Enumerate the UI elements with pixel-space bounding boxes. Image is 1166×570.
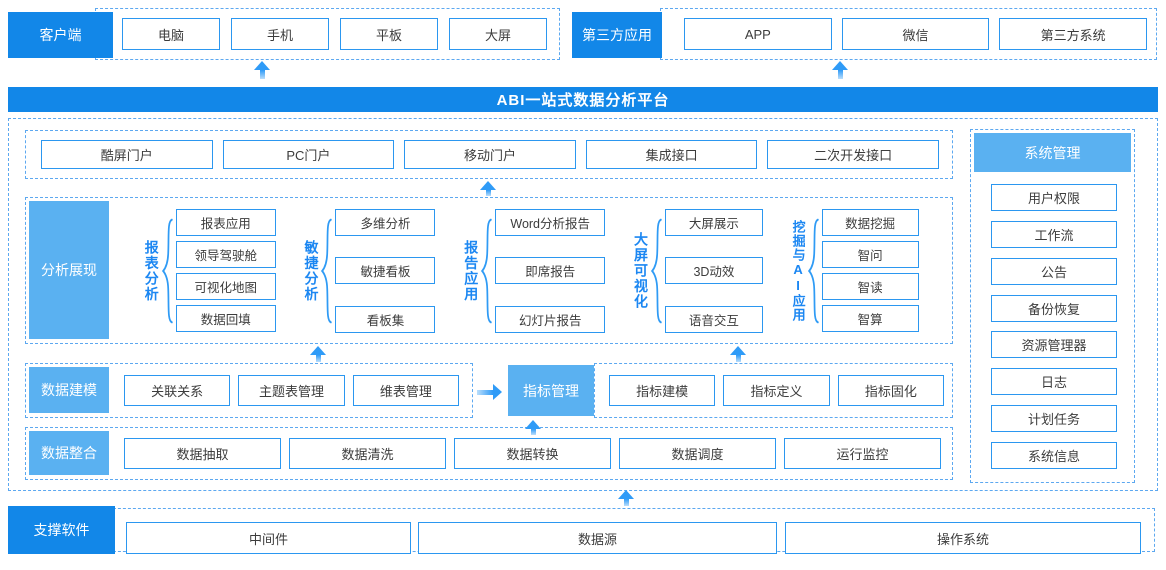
system-item: 资源管理器 — [991, 331, 1117, 359]
analysis-item: 智算 — [821, 305, 919, 333]
group-title: 挖掘与AI应用 — [790, 219, 806, 322]
system-item: 公告 — [991, 257, 1117, 285]
group-title: 报告应用 — [463, 239, 480, 302]
analysis-item: Word分析报告 — [495, 208, 606, 236]
analysis-item: 大屏展示 — [664, 208, 763, 236]
support-label: 支撑软件 — [8, 506, 115, 554]
system-item: 系统信息 — [991, 441, 1117, 469]
group-title: 大屏可视化 — [632, 231, 649, 310]
analysis-item: 报表应用 — [175, 208, 276, 236]
portal-row: 酷屏门户 PC门户 移动门户 集成接口 二次开发接口 — [25, 130, 953, 179]
client-item: 手机 — [231, 18, 329, 50]
platform-banner: ABI一站式数据分析平台 — [8, 87, 1158, 112]
integration-item: 数据转换 — [454, 438, 611, 469]
up-arrow-icon — [618, 490, 634, 506]
up-arrow-icon — [310, 346, 326, 362]
brace-icon — [807, 218, 819, 323]
up-arrow-icon — [832, 61, 848, 79]
portal-item: 移动门户 — [404, 140, 576, 169]
integration-item: 数据抽取 — [124, 438, 281, 469]
support-item: 操作系统 — [785, 522, 1141, 554]
modeling-item: 维表管理 — [352, 375, 459, 406]
system-item: 日志 — [991, 368, 1117, 396]
metric-item: 指标固化 — [837, 375, 944, 406]
brace-icon — [321, 218, 333, 323]
analysis-group: 大屏可视化 大屏展示 3D动效 语音交互 — [632, 208, 763, 333]
right-arrow-icon — [477, 384, 502, 400]
analysis-item: 3D动效 — [664, 257, 763, 284]
analysis-section: 分析展现 报表分析 报表应用 领导驾驶舱 可视化地图 数据回填 敏捷分析 — [25, 197, 953, 344]
metric-item: 指标建模 — [609, 375, 716, 406]
third-party-item: 第三方系统 — [999, 18, 1148, 50]
analysis-group: 报表分析 报表应用 领导驾驶舱 可视化地图 数据回填 — [143, 208, 276, 333]
modeling-row: 数据建模 关联关系 主题表管理 维表管理 — [25, 363, 473, 418]
system-item: 备份恢复 — [991, 294, 1117, 322]
brace-icon — [161, 218, 173, 323]
analysis-item: 可视化地图 — [175, 273, 276, 301]
analysis-item: 智读 — [821, 273, 919, 301]
analysis-item: 领导驾驶舱 — [175, 240, 276, 268]
client-zone: 电脑 手机 平板 大屏 — [95, 8, 560, 60]
brace-icon — [481, 218, 492, 323]
integration-row: 数据整合 数据抽取 数据清洗 数据转换 数据调度 运行监控 — [25, 427, 953, 480]
integration-item: 数据清洗 — [289, 438, 446, 469]
analysis-group: 敏捷分析 多维分析 敏捷看板 看板集 — [303, 208, 436, 333]
integration-item: 运行监控 — [784, 438, 941, 469]
third-party-zone: APP 微信 第三方系统 — [660, 8, 1157, 60]
client-item: 大屏 — [449, 18, 547, 50]
analysis-item: 看板集 — [335, 305, 436, 333]
analysis-item: 即席报告 — [495, 257, 606, 284]
analysis-item: 数据回填 — [175, 305, 276, 333]
analysis-item: 智问 — [821, 240, 919, 268]
client-label: 客户端 — [8, 12, 113, 58]
platform-body — [8, 118, 1158, 491]
up-arrow-icon — [730, 346, 746, 362]
up-arrow-icon — [480, 181, 496, 196]
analysis-item: 敏捷看板 — [335, 257, 436, 284]
analysis-group: 报告应用 Word分析报告 即席报告 幻灯片报告 — [463, 208, 606, 333]
up-arrow-icon — [525, 420, 541, 435]
metric-management-box: 指标管理 — [508, 365, 594, 416]
third-party-item: 微信 — [841, 18, 990, 50]
portal-item: 二次开发接口 — [767, 140, 939, 169]
metric-row: 指标建模 指标定义 指标固化 — [594, 363, 953, 418]
portal-item: 集成接口 — [585, 140, 758, 169]
modeling-item: 关联关系 — [124, 375, 231, 406]
system-item: 用户权限 — [991, 184, 1117, 211]
metric-item: 指标定义 — [723, 375, 830, 406]
analysis-item: 数据挖掘 — [821, 208, 919, 236]
third-party-label: 第三方应用 — [572, 12, 662, 58]
analysis-label: 分析展现 — [29, 201, 109, 339]
modeling-label: 数据建模 — [29, 367, 109, 413]
integration-item: 数据调度 — [619, 438, 776, 469]
analysis-item: 多维分析 — [335, 208, 436, 236]
modeling-item: 主题表管理 — [238, 375, 345, 406]
third-party-item: APP — [684, 18, 832, 50]
client-item: 电脑 — [122, 18, 220, 50]
system-management-header: 系统管理 — [974, 133, 1131, 172]
system-item: 工作流 — [991, 220, 1117, 248]
support-item: 数据源 — [418, 522, 777, 554]
portal-item: 酷屏门户 — [41, 140, 213, 169]
group-title: 敏捷分析 — [303, 239, 320, 302]
up-arrow-icon — [254, 61, 270, 79]
portal-item: PC门户 — [222, 140, 395, 169]
system-item: 计划任务 — [991, 405, 1117, 433]
analysis-item: 语音交互 — [664, 305, 763, 333]
client-item: 平板 — [340, 18, 438, 50]
support-row: 中间件 数据源 操作系统 — [18, 508, 1155, 554]
system-management-panel: 系统管理 用户权限 工作流 公告 备份恢复 资源管理器 日志 计划任务 系统信息 — [970, 129, 1135, 483]
brace-icon — [650, 218, 662, 323]
analysis-group: 挖掘与AI应用 数据挖掘 智问 智读 智算 — [790, 208, 919, 333]
analysis-item: 幻灯片报告 — [495, 305, 606, 333]
integration-label: 数据整合 — [29, 431, 109, 475]
support-item: 中间件 — [126, 522, 411, 554]
group-title: 报表分析 — [143, 239, 160, 302]
